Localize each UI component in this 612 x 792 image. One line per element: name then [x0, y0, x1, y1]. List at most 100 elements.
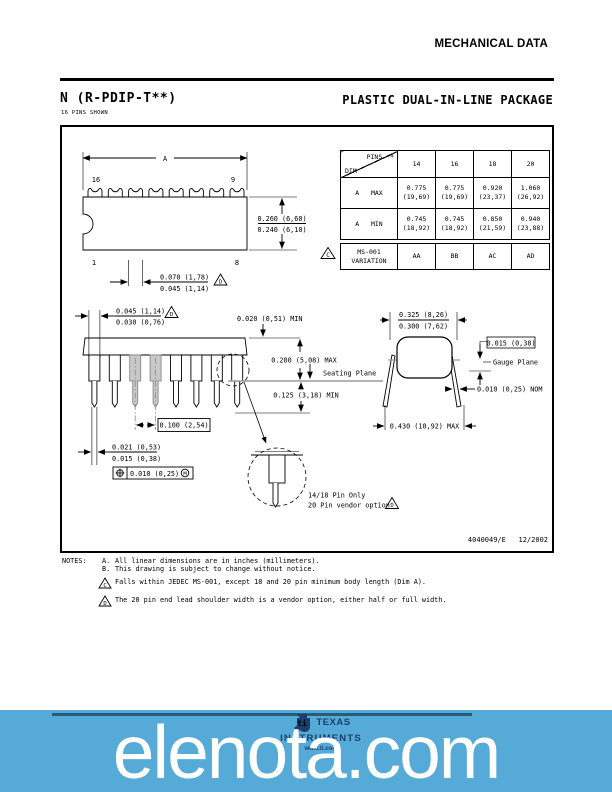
true-position-value: 0.010 (0,25) [130, 470, 179, 478]
detail-view-circle [247, 447, 307, 507]
table-row: A MIN 0.745 (18,92) 0.745 (18,92) 0.850 … [340, 208, 550, 240]
ti-logo: ti TEXAS INSTRUMENTS www.ti.com [246, 713, 396, 752]
gauge-offset-dim: 0.015 (0,38) [486, 340, 535, 348]
body-height-dim: 0.200 (5,08) MAX [271, 357, 337, 365]
note-d-text: The 20 pin end lead shoulder width is a … [115, 596, 447, 605]
note-b-ref: B. [102, 565, 111, 574]
drawing-frame [60, 125, 554, 553]
note-triangle-d-icon [384, 496, 400, 509]
header-rule [60, 78, 554, 81]
svg-text:C: C [103, 583, 106, 589]
svg-text:D: D [103, 601, 107, 607]
true-position-frame [112, 466, 194, 480]
note-b: B. This drawing is subject to change wit… [62, 565, 542, 573]
package-code-title: N (R-PDIP-T**) [60, 91, 177, 106]
side-view-pins [88, 354, 244, 408]
note-d: D The 20 pin end lead shoulder width is … [62, 595, 542, 610]
package-body-top-view [82, 196, 248, 251]
watermark-text: elenota.com [112, 710, 502, 792]
corner-pins-label: PINS ** [366, 153, 394, 161]
a-min-20: 0.940 (23,88) [511, 208, 550, 240]
gauge-plane-label: Gauge Plane [493, 359, 538, 367]
pin-9-label: 9 [231, 176, 235, 184]
shoulder-width-min: 0.030 (0,76) [116, 319, 165, 327]
side-view-drawing: 0.045 (1,14) 0.030 (0,76) D 0.020 (0,51)… [75, 305, 400, 510]
pins-shown-subtitle: 16 PINS SHOWN [61, 110, 108, 116]
pitch-dim: 0.100 (2,54) [159, 422, 208, 430]
lead-shoulder-min: 0.045 (1,14) [160, 285, 209, 293]
top-view-pins-top [87, 188, 245, 197]
note-triangle-c-icon: C [320, 246, 336, 259]
body-width-min: 0.240 (6,10) [257, 226, 306, 234]
svg-text:ti: ti [298, 718, 308, 728]
table-row: A MAX 0.775 (19,69) 0.775 (19,69) 0.920 … [340, 177, 550, 209]
watermark-banner: ti TEXAS INSTRUMENTS www.ti.com elenota.… [0, 710, 612, 792]
detail-pin [251, 451, 303, 508]
note-a-text: All linear dimensions are in inches (mil… [115, 557, 320, 565]
note-triangle-d-icon [213, 273, 228, 286]
note-triangle-c-icon: C [98, 577, 112, 589]
a-max-14: 0.775 (19,69) [397, 177, 436, 209]
shoulder-width-max: 0.045 (1,14) [116, 308, 165, 316]
variation-16: BB [435, 243, 474, 270]
a-max-16: 0.775 (19,69) [435, 177, 474, 209]
variation-14: AA [397, 243, 436, 270]
lead-thickness-min: 0.015 (0,38) [112, 455, 161, 463]
note-triangle-c-letter: C [326, 252, 330, 259]
row-label-a-max: A MAX [340, 177, 398, 209]
detail-callout-circle [216, 353, 250, 387]
variation-20: AD [511, 243, 550, 270]
lead-thickness-max: 0.021 (0,53) [112, 444, 161, 452]
corner-dim-label: DIM [345, 167, 357, 175]
note-triangle-d-letter: D [390, 503, 394, 509]
lead-nom-dim: 0.010 (0,25) NOM [477, 386, 542, 394]
notes-label: NOTES: [62, 557, 87, 565]
a-max-20: 1.060 (26,92) [511, 177, 550, 209]
overall-span-dim: 0.430 (10,92) MAX [390, 423, 460, 431]
a-max-18: 0.920 (23,37) [473, 177, 512, 209]
note-c-text: Falls within JEDEC MS-001, except 18 and… [115, 577, 426, 586]
note-triangle-d-letter: D [170, 312, 174, 318]
a-min-18: 0.850 (21,59) [473, 208, 512, 240]
package-body-end-view [396, 336, 453, 379]
note-triangle-d-icon [164, 305, 179, 318]
pin-1-label: 1 [92, 259, 96, 267]
row-label-variation: MS-001 VARIATION [340, 243, 398, 270]
detail-note-line2: 20 Pin vendor option [308, 502, 390, 510]
doc-type-header: MECHANICAL DATA [434, 38, 548, 50]
dimension-table: PINS ** DIM 14 16 18 20 A MAX 0.775 (19,… [320, 150, 550, 270]
package-body-side-view [82, 337, 248, 356]
pin-16-label: 16 [92, 176, 100, 184]
note-triangle-d-letter: D [219, 280, 223, 286]
a-min-14: 0.745 (18,92) [397, 208, 436, 240]
col-header-16: 16 [435, 150, 474, 178]
lead-below-dim: 0.125 (3,18) MIN [273, 392, 338, 400]
footer-rule [52, 713, 472, 716]
a-min-16: 0.745 (18,92) [435, 208, 474, 240]
row-span-min: 0.300 (7,62) [399, 323, 448, 331]
col-header-20: 20 [511, 150, 550, 178]
seating-plane-label: Seating Plane [323, 370, 376, 378]
row-label-a-min: A MIN [340, 208, 398, 240]
col-header-14: 14 [397, 150, 436, 178]
notes-section: NOTES: A. All linear dimensions are in i… [62, 557, 542, 610]
col-header-18: 18 [473, 150, 512, 178]
document-number: 4040049/E 12/2002 [467, 536, 548, 544]
variation-18: AC [473, 243, 512, 270]
top-view-drawing: A 16 9 1 8 0.260 (6,60) 0.240 (6,10) 0.0… [82, 152, 307, 293]
mmc-letter: M [183, 471, 187, 477]
note-c: C Falls within JEDEC MS-001, except 18 a… [62, 577, 542, 592]
body-width-max: 0.260 (6,60) [257, 215, 306, 223]
table-corner-cell: PINS ** DIM [340, 150, 398, 178]
note-a-ref: A. [102, 557, 111, 565]
table-row: MS-001 VARIATION AA BB AC AD [340, 243, 550, 270]
package-name-title: PLASTIC DUAL-IN-LINE PACKAGE [342, 93, 553, 107]
dim-a-label: A [163, 155, 167, 163]
detail-note-line1: 14/18 Pin Only [308, 492, 365, 500]
note-b-text: This drawing is subject to change withou… [115, 565, 316, 574]
standoff-dim: 0.020 (0,51) MIN [237, 315, 302, 323]
mmc-symbol-icon [180, 468, 190, 478]
pin-8-label: 8 [235, 259, 239, 267]
row-span-max: 0.325 (8,26) [399, 311, 448, 319]
